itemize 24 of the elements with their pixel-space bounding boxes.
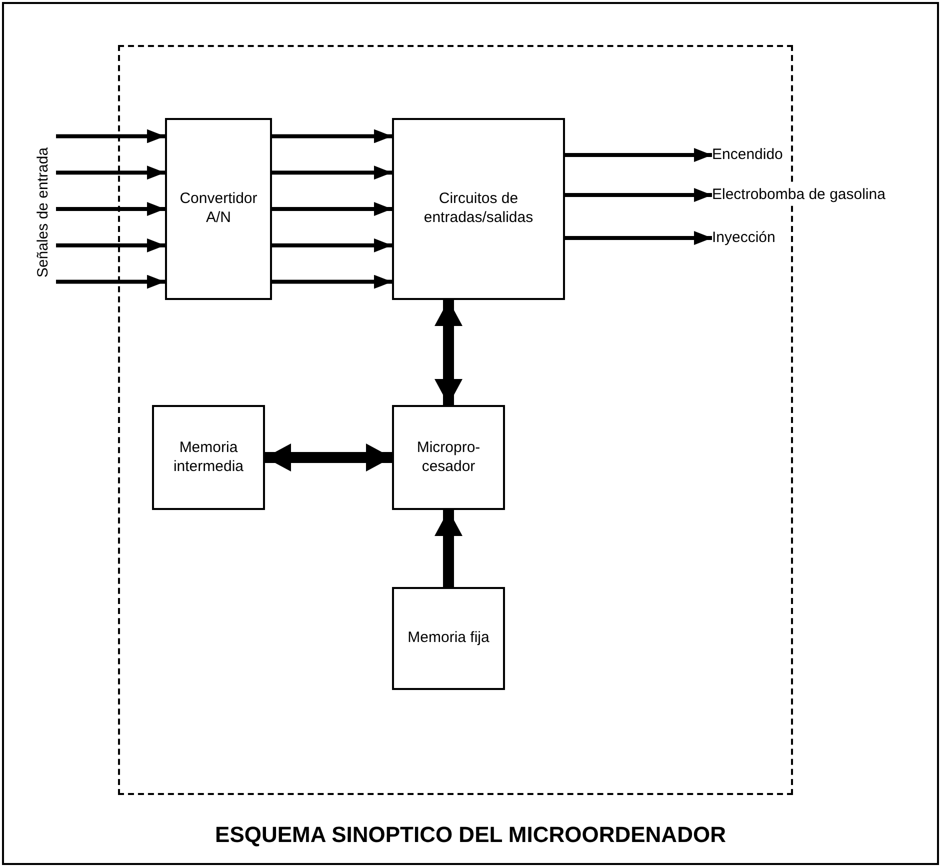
- arrow: [434, 300, 462, 405]
- arrow: [272, 274, 392, 289]
- arrow: [565, 188, 712, 202]
- process-box: Micropro- cesador: [392, 405, 505, 510]
- arrow: [56, 129, 165, 144]
- arrow: [272, 238, 392, 252]
- arrow: [272, 166, 392, 180]
- diagram-title: ESQUEMA SINOPTICO DEL MICROORDENADOR: [214, 821, 727, 849]
- process-box: Convertidor A/N: [165, 118, 272, 300]
- process-box: Memoria intermedia: [152, 405, 265, 510]
- arrow: [265, 444, 392, 472]
- arrow: [565, 231, 712, 245]
- arrow: [56, 166, 165, 180]
- output-label: Electrobomba de gasolina: [712, 185, 886, 205]
- arrow: [565, 148, 712, 162]
- process-box: Memoria fija: [392, 587, 505, 690]
- arrow: [434, 510, 462, 587]
- arrow: [56, 202, 165, 216]
- arrow: [56, 274, 165, 289]
- arrow: [56, 238, 165, 252]
- arrow: [272, 202, 392, 216]
- vertical-label: Señales de entrada: [30, 95, 56, 330]
- arrow: [272, 129, 392, 144]
- process-box: Circuitos de entradas/salidas: [392, 118, 565, 300]
